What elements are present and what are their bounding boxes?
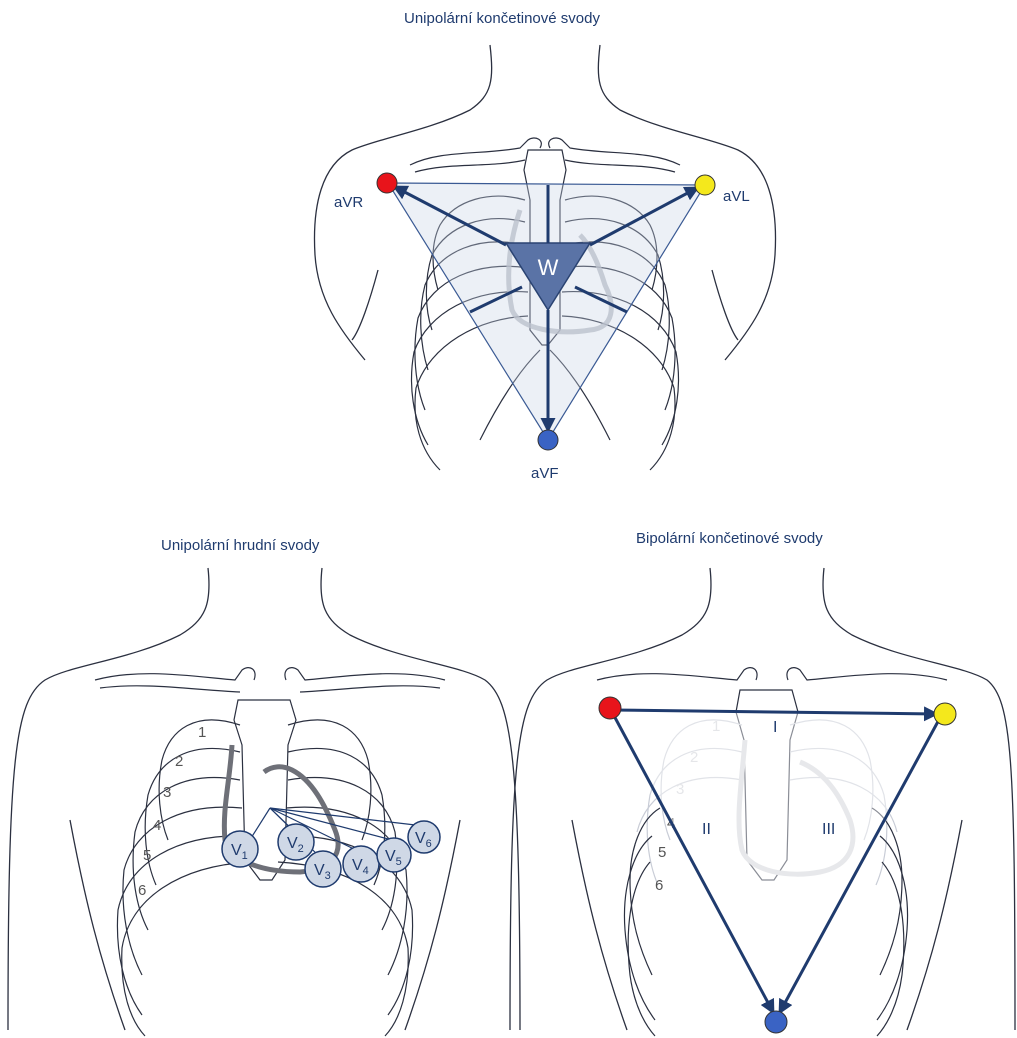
rib-number-1-left: 1 xyxy=(198,724,206,741)
label-lead-i: I xyxy=(773,719,777,736)
electrode-v6: V6 xyxy=(408,821,440,853)
electrode-left-leg xyxy=(765,1011,787,1033)
rib-number-5-right: 5 xyxy=(658,844,666,861)
electrode-v1: V1 xyxy=(222,831,258,867)
electrode-avf xyxy=(538,430,558,450)
electrode-left-arm xyxy=(934,703,956,725)
electrode-right-arm xyxy=(599,697,621,719)
chest-electrodes: V1 V2 V3 V4 V5 V6 xyxy=(222,821,440,887)
label-lead-iii: III xyxy=(822,821,835,838)
wilson-label: W xyxy=(538,255,559,280)
label-avr: aVR xyxy=(334,194,363,211)
rib-number-3-left: 3 xyxy=(163,784,171,801)
label-lead-ii: II xyxy=(702,821,711,838)
rib-number-5-left: 5 xyxy=(143,847,151,864)
label-avf: aVF xyxy=(531,465,559,482)
rib-number-6-right: 6 xyxy=(655,877,663,894)
rib-number-2-left: 2 xyxy=(175,753,183,770)
rib-number-6-left: 6 xyxy=(138,882,146,899)
electrode-v5: V5 xyxy=(377,838,411,872)
electrode-v2: V2 xyxy=(278,824,314,860)
label-avl: aVL xyxy=(723,188,750,205)
electrode-avl xyxy=(695,175,715,195)
electrode-v4: V4 xyxy=(343,846,379,882)
rib-number-4-left: 4 xyxy=(153,817,161,834)
electrode-avr xyxy=(377,173,397,193)
einthoven-triangle xyxy=(610,710,945,1022)
torso-bottom-left xyxy=(8,568,520,1036)
electrode-v3: V3 xyxy=(305,851,341,887)
